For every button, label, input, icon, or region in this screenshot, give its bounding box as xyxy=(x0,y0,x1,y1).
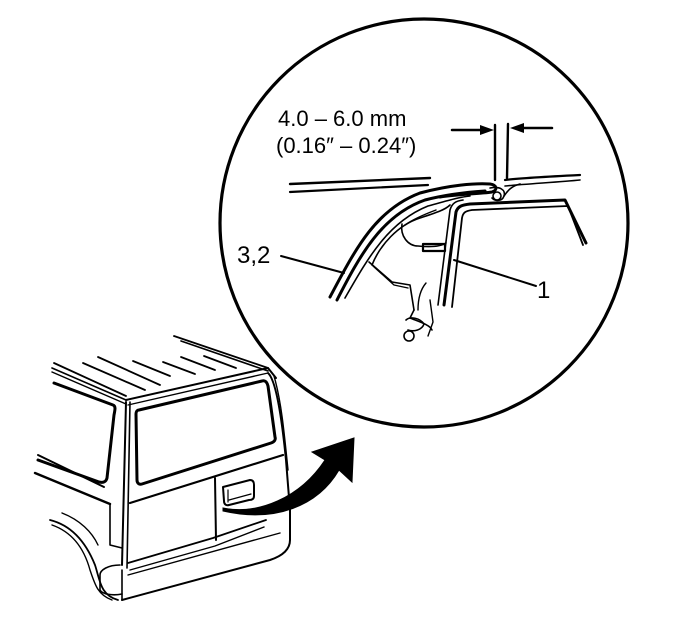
van-illustration xyxy=(33,335,291,601)
curved-arrow-icon xyxy=(222,437,355,516)
callout-label-3-2: 3,2 xyxy=(237,242,271,269)
leader-lines xyxy=(280,255,537,287)
weatherstrip-seal xyxy=(328,182,498,311)
roof-panel-lines xyxy=(288,173,582,194)
door-frame xyxy=(400,183,588,308)
detail-view-circle xyxy=(218,17,630,429)
dimension-indicator xyxy=(450,122,554,182)
retainer-clip xyxy=(403,282,434,342)
dimension-metric-label: 4.0 – 6.0 mm xyxy=(278,106,407,131)
callout-label-1: 1 xyxy=(537,277,551,304)
dimension-imperial-label: (0.16″ – 0.24″) xyxy=(276,133,417,158)
